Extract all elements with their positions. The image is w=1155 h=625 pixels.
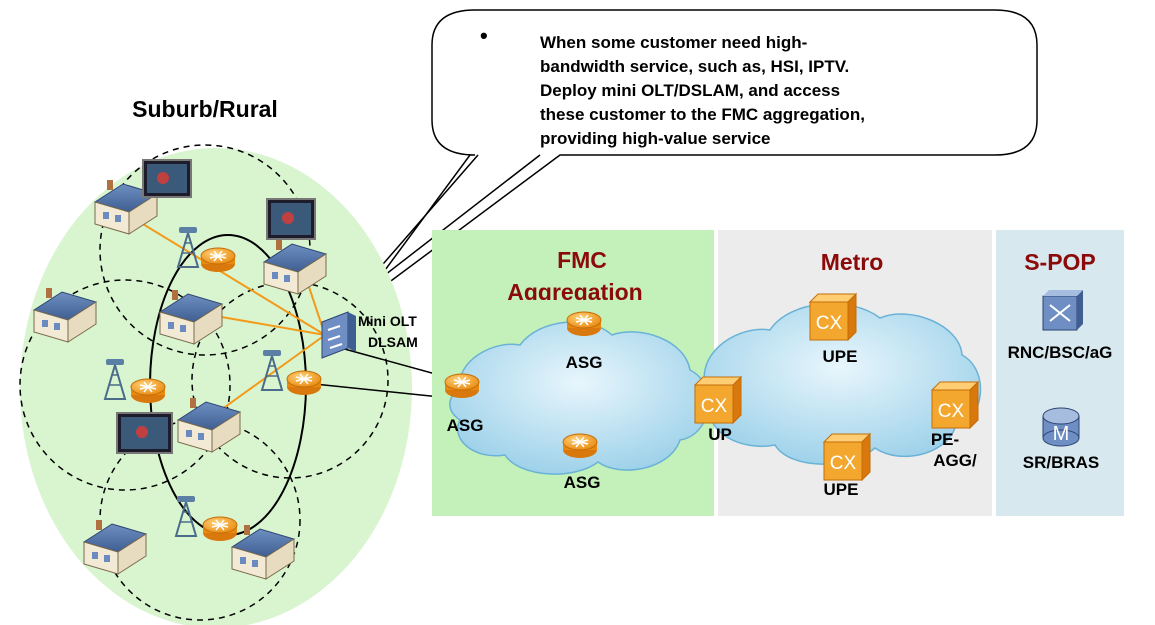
pe-agg-switch: [931, 381, 979, 429]
upe-label-top: UPE: [823, 347, 858, 366]
tower-router-2: [130, 378, 166, 404]
mini-olt-label-1: Mini OLT: [358, 313, 417, 329]
upe-switch-bottom: [823, 433, 871, 481]
sr-bras-device: M: [1042, 407, 1080, 447]
asg-label-left: ASG: [447, 416, 484, 435]
asg-label-bottom: ASG: [564, 473, 601, 492]
callout-line-4: these customer to the FMC aggregation,: [540, 105, 865, 124]
upe-label-bottom: UPE: [824, 480, 859, 499]
rnc-device: [1042, 290, 1083, 331]
uplink-lines: [304, 344, 451, 399]
svg-text:M: M: [1053, 423, 1070, 445]
suburb-title: Suburb/Rural: [132, 96, 278, 122]
sr-bras-label: SR/BRAS: [1023, 453, 1100, 472]
tv-screen-2: [266, 198, 316, 240]
tv-screen-1: [142, 159, 192, 198]
upe-switch-top: [809, 293, 857, 341]
up-label: UP: [708, 425, 732, 444]
callout-line-5: providing high-value service: [540, 129, 771, 148]
callout-bubble: [359, 9, 1038, 305]
suburb-area: [20, 148, 412, 625]
pe-agg-label-2: AGG/: [933, 451, 977, 470]
callout: • When some customer need high- bandwidt…: [349, 9, 1038, 305]
metro-title: Metro: [821, 249, 884, 275]
fmc-cloud: [449, 321, 710, 475]
asg-router-top: [566, 311, 602, 337]
tower-router-3: [286, 370, 322, 396]
asg-router-bottom: [562, 433, 598, 459]
tower-router-4: [202, 516, 238, 542]
spop-region: [996, 230, 1124, 516]
asg-label-top: ASG: [566, 353, 603, 372]
mini-olt-label-2: DLSAM: [368, 334, 418, 350]
fmc-title-1: FMC: [557, 247, 607, 273]
spop-title: S-POP: [1024, 249, 1096, 275]
callout-line-1: When some customer need high-: [540, 33, 807, 52]
pe-agg-label-1: PE-: [931, 430, 959, 449]
tv-screen-3: [116, 412, 173, 454]
fmc-title-2: Aggregation: [507, 279, 642, 305]
callout-line-2: bandwidth service, such as, HSI, IPTV.: [540, 57, 849, 76]
rnc-label: RNC/BSC/aG: [1008, 343, 1113, 362]
up-switch: [694, 376, 742, 424]
asg-router-left: [444, 373, 480, 399]
callout-line-3: Deploy mini OLT/DSLAM, and access: [540, 81, 840, 100]
tower-router-1: [200, 247, 236, 273]
mini-olt-device: [321, 311, 356, 359]
callout-bullet: •: [480, 23, 488, 48]
